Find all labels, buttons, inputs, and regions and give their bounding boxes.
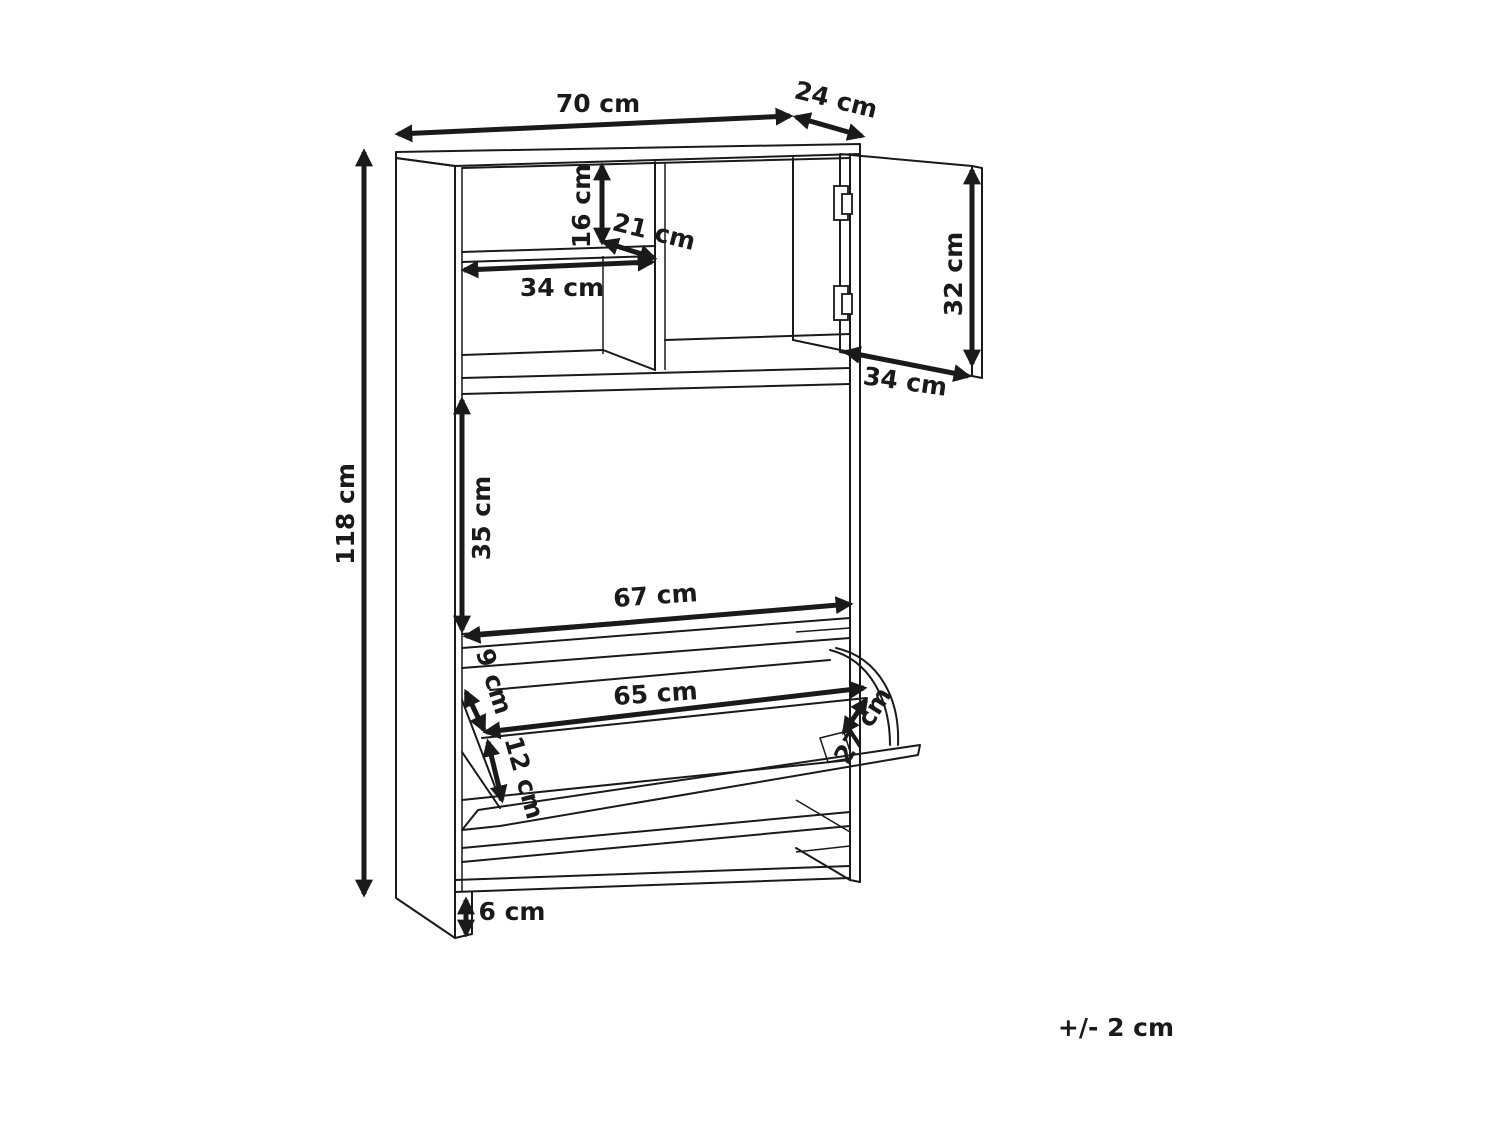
door-height-label: 32 cm <box>939 232 968 316</box>
tolerance-label: +/- 2 cm <box>1058 1013 1174 1042</box>
flap-height-arrow <box>841 697 869 735</box>
shelf-width-arrow <box>460 253 656 279</box>
door-width-arrow <box>842 345 972 383</box>
flap-depth-arrow <box>482 738 508 804</box>
depth-label: 24 cm <box>792 75 881 124</box>
depth-arrow <box>792 112 866 141</box>
height-label: 118 cm <box>331 463 360 565</box>
open-shelf-height-label: 35 cm <box>467 476 496 560</box>
shoe-drawer <box>461 637 921 863</box>
flap-height-label: 27 cm <box>828 682 897 769</box>
width-label: 70 cm <box>556 89 640 118</box>
drawer-width-label: 65 cm <box>612 676 698 711</box>
dimension-labels: 70 cm 24 cm 118 cm 16 cm 21 cm 34 cm 32 … <box>331 75 1174 1042</box>
shelf-height-label: 16 cm <box>567 164 596 248</box>
foot-height-label: 6 cm <box>479 897 546 926</box>
width-arrow <box>394 107 794 143</box>
top-compartment <box>461 157 851 395</box>
open-shelf-width-arrow <box>462 596 854 644</box>
shelf-width-label: 34 cm <box>520 273 604 302</box>
open-shelf-width-label: 67 cm <box>612 578 698 613</box>
drawer-depth-label: 9 cm <box>470 645 518 718</box>
drawer-depth-arrow <box>463 688 487 734</box>
dimension-arrows <box>355 107 981 938</box>
drawer-width-arrow <box>482 680 868 740</box>
flap-depth-label: 12 cm <box>499 733 550 822</box>
